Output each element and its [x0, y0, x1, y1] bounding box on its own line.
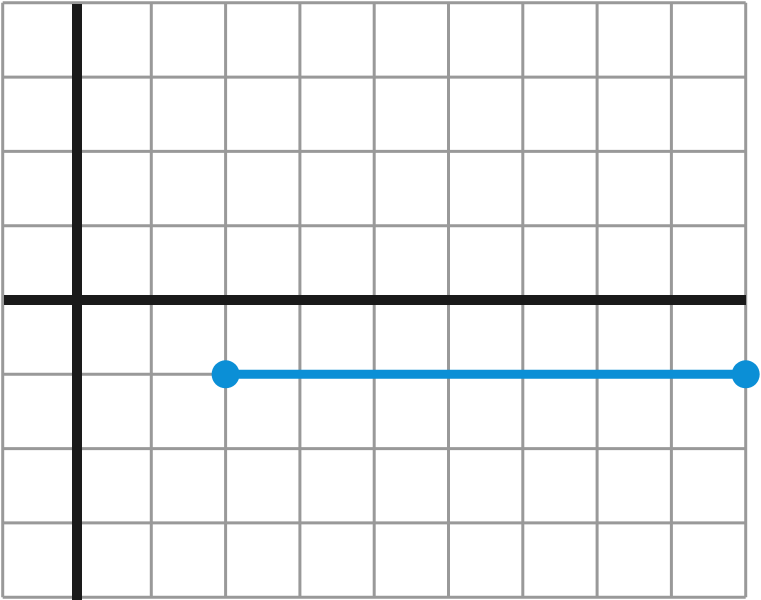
- segment-end-point: [731, 360, 760, 389]
- axes: [4, 4, 746, 600]
- segment-start-point: [211, 360, 240, 389]
- line-segment-group: [211, 360, 760, 389]
- grid-lines: [1, 1, 748, 599]
